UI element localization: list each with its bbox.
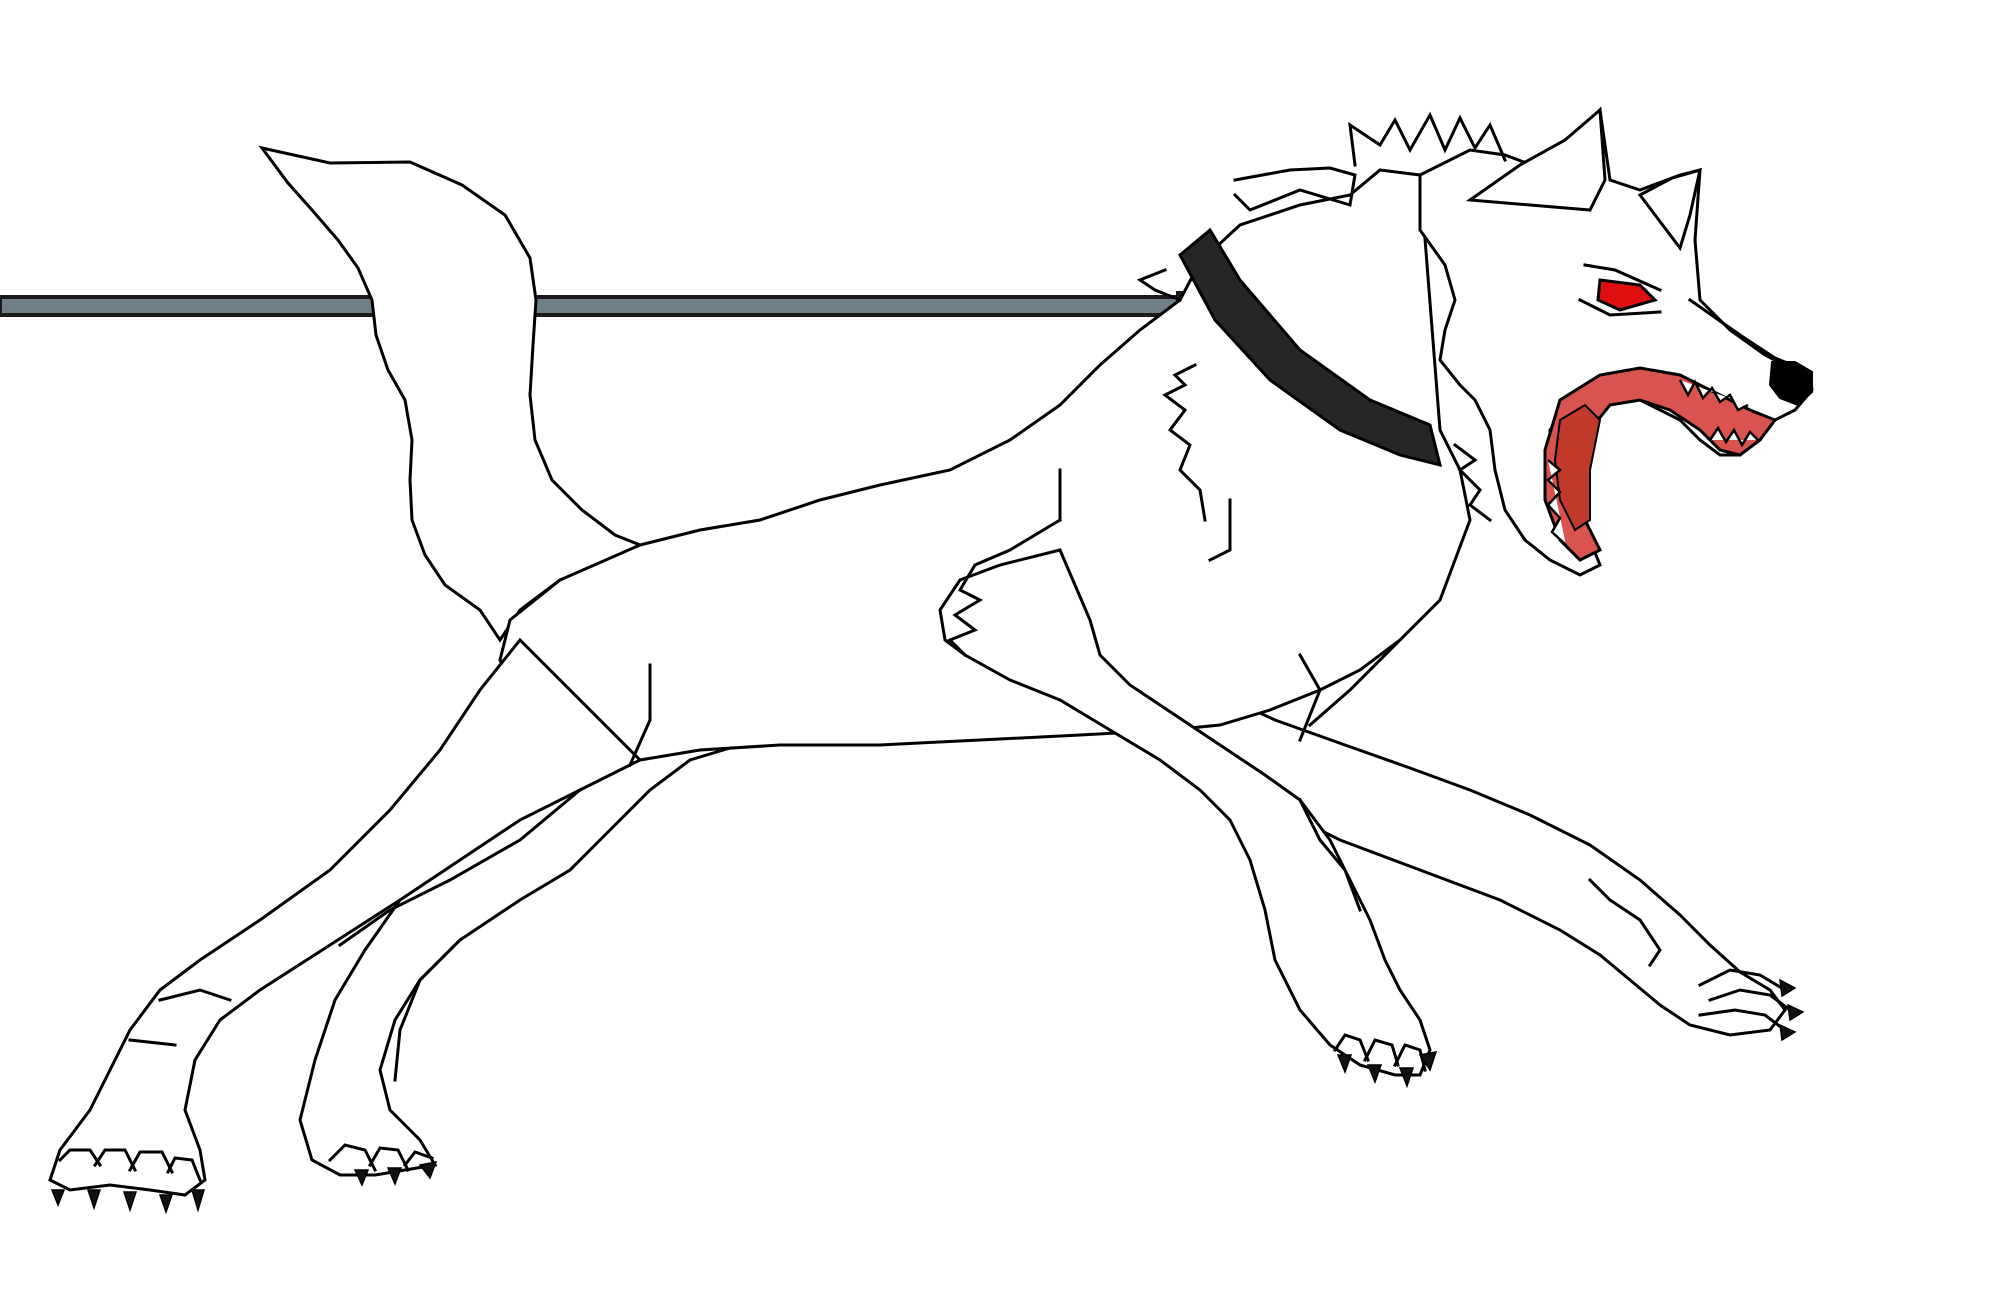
wolf-body [498,168,1472,767]
wolf-upper-teeth [1678,379,1749,412]
wolf-lower-teeth [1708,425,1759,448]
wolf-tail [258,145,644,643]
wolf-head [1418,106,1814,577]
wolf-near-hind-crease [128,787,583,1047]
wolf-shoulder-line [1058,468,1232,563]
wolf-right-ear [1637,167,1703,252]
leash-rope [0,295,1192,317]
wolf-side-teeth [1546,459,1567,546]
wolf-front-leg-crease [1297,797,1662,968]
wolf-far-hind-paw [327,1143,434,1173]
wolf-brow [1577,263,1662,317]
wolf-chest-fur [947,517,1063,658]
wolf-near-front-leg [938,548,1432,1077]
wolf-nose [1768,361,1813,407]
wolf-collar [1178,227,1443,468]
wolf-belly-line [1307,637,1403,728]
leash [0,291,1192,321]
wolf-mouth [1543,366,1778,562]
wolf-eye [1596,278,1658,312]
wolf-near-hind-leg [48,637,643,1197]
wolf-claws [50,978,1805,1215]
wolf-left-ear [1465,106,1607,212]
wolf-head-fur-spikes [1348,111,1507,167]
wolf-hip-line [628,652,1322,767]
wolf-far-front-paw [1697,968,1793,1031]
wolf-mane [1232,166,1357,212]
wolf-neck-fur [1136,268,1493,523]
wolf-far-hind-crease [393,937,463,1082]
wolf-near-hind-paw [57,1148,202,1182]
